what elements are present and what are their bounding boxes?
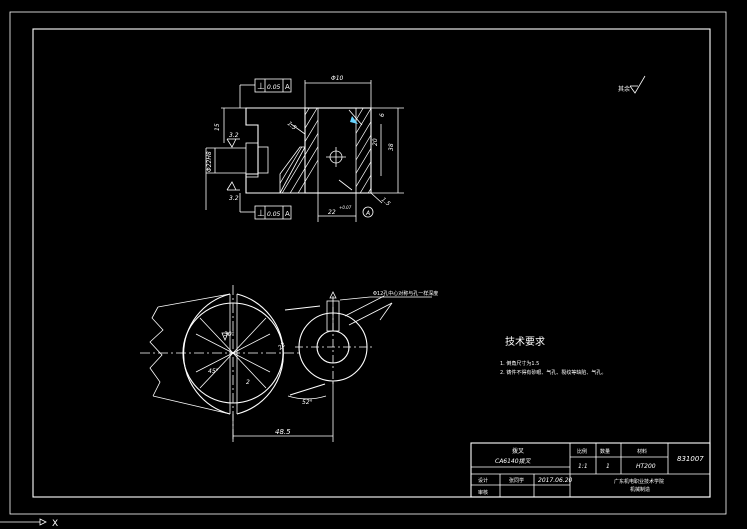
tol-bottom-datum: A — [285, 210, 290, 218]
tol-top-value: 0.05 — [267, 84, 281, 91]
tol-bottom-symbol: ⊥ — [257, 209, 265, 219]
material-value: HT200 — [636, 463, 656, 470]
tol-top-symbol: ⊥ — [257, 82, 265, 92]
section-hatch-right — [356, 108, 371, 193]
tolerance-frame-top: ⊥ 0.05 A — [239, 78, 292, 108]
dim-top-diameter: Φ10 — [331, 75, 344, 82]
rough-top-value: 3.2 — [229, 132, 239, 139]
tol-bottom-value: 0.05 — [267, 211, 281, 218]
fork-ring-left-half — [183, 293, 231, 415]
dim-left-body: Φ22H8 — [206, 151, 213, 172]
reviewer-label: 审核 — [478, 489, 488, 496]
tech-req-item-2: 2. 铸件不得有砂眼、气孔、裂纹等缺陷、气孔。 — [500, 369, 606, 376]
datum-a-label: A — [365, 210, 370, 217]
roughness-check-icon — [629, 75, 646, 94]
part-name: 拨叉 — [512, 447, 524, 455]
header-qty: 数量 — [600, 448, 610, 455]
title-block: 拨叉 CA6140拨叉 比例 数量 材料 1:1 1 HT200 831007 … — [470, 442, 711, 498]
front-view: 30° 45° 2 22 Φ12孔中心对称与孔一样深度 48.5 52° — [140, 285, 438, 442]
scale-value: 1:1 — [578, 463, 588, 470]
drawing-number: 831007 — [677, 455, 704, 463]
leader-note: Φ12孔中心对称与孔一样深度 — [373, 290, 438, 297]
dim-front-side: 52° — [302, 399, 313, 406]
dim-bottom: 22 — [328, 209, 336, 216]
header-scale: 比例 — [577, 448, 587, 455]
dim-right-outer: 38 — [388, 143, 395, 151]
tech-req-title: 技术要求 — [505, 335, 545, 348]
dim-angle1: 30° — [224, 331, 235, 338]
dim-chamfer-top: 1.5 — [286, 120, 298, 132]
dim-angle2: 45° — [208, 368, 219, 375]
other-roughness-mark: 其余 — [618, 75, 646, 94]
dim-chamfer-bottom: 1.5 — [380, 196, 392, 208]
tol-top-datum: A — [285, 83, 290, 91]
dim-bottom-tol: +0.07 — [339, 205, 352, 210]
designer-name: 张同学 — [509, 477, 524, 484]
datum-a-circle-icon — [362, 206, 374, 218]
dim-front-bottom: 48.5 — [275, 428, 291, 436]
header-material: 材料 — [637, 448, 647, 455]
ucs-x-label: X — [52, 519, 58, 529]
drawing-date: 2017.06.20 — [538, 477, 573, 484]
top-view: ⊥ 0.05 A Φ10 — [205, 75, 404, 222]
designer-label: 设计 — [478, 477, 488, 484]
dim-r-big: 22 — [277, 341, 287, 351]
other-roughness-label: 其余 — [618, 85, 630, 93]
part-code: CA6140拨叉 — [495, 457, 532, 465]
tolerance-frame-bottom: ⊥ 0.05 A — [239, 193, 292, 220]
sheet-inner-border — [32, 28, 711, 498]
leader-arrow-icon — [350, 116, 358, 124]
roughness-top-icon: 3.2 — [226, 132, 240, 148]
dim-r-small: 2 — [246, 379, 250, 386]
ucs-icon: X — [0, 518, 58, 529]
rough-bottom-value: 3.2 — [229, 195, 239, 202]
sheet-outer-border — [9, 11, 727, 515]
top-view-body — [304, 107, 372, 194]
qty-value: 1 — [606, 463, 610, 470]
dim-left-small: 15 — [214, 123, 221, 131]
class-name: 机械制造 — [630, 486, 650, 493]
roughness-bottom-icon: 3.2 — [226, 181, 240, 202]
dim-right-inner: 20 — [372, 138, 379, 146]
section-hatch-left — [279, 108, 318, 194]
school-name: 广东机电职业技术学院 — [614, 478, 664, 485]
dim-right-small: 6 — [379, 113, 386, 117]
technical-requirements: 技术要求 1. 倒角尺寸为1.5 2. 铸件不得有砂眼、气孔、裂纹等缺陷、气孔。 — [500, 335, 606, 376]
fork-ring-right-half — [236, 293, 284, 415]
tech-req-item-1: 1. 倒角尺寸为1.5 — [500, 360, 539, 367]
